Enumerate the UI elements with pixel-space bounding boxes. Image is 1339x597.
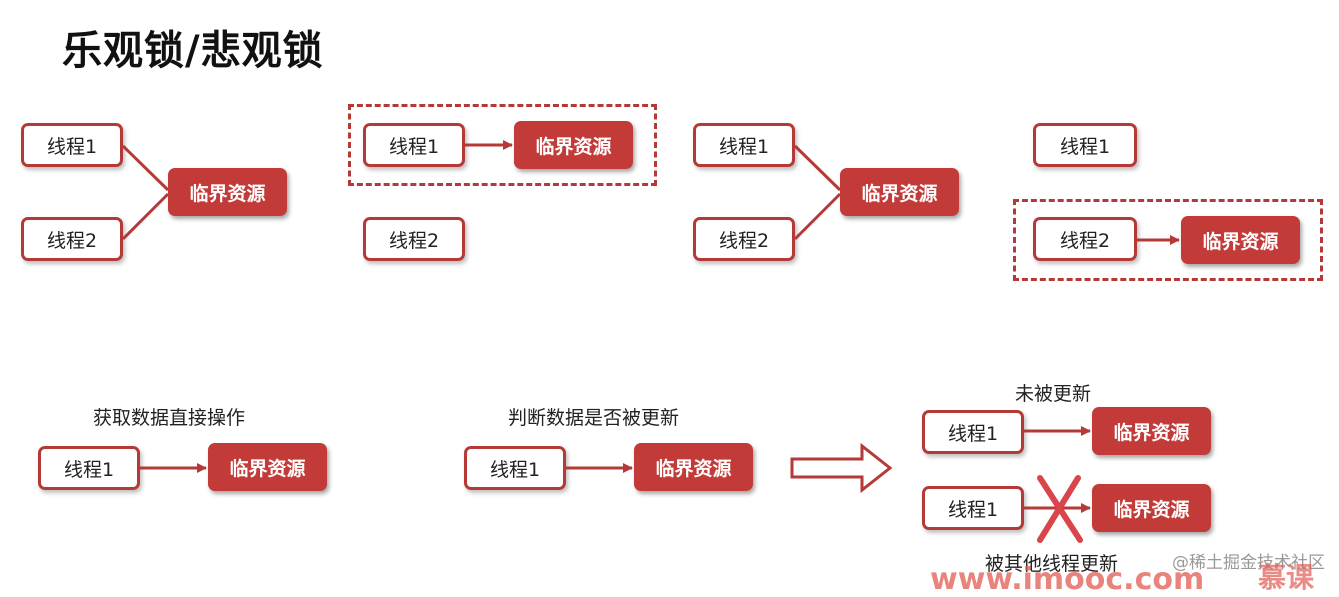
connector-line [121,192,170,241]
connector-line [121,144,170,192]
watermark-brand: 慕课 [1258,561,1315,594]
connectors-layer [121,140,1180,543]
thread1-box: 线程1 [1033,123,1137,167]
thread1-box: 线程1 [693,123,795,167]
thread1-box: 线程1 [363,123,465,167]
resource-box: 临界资源 [634,443,753,491]
thread1-box: 线程1 [922,486,1024,530]
resource-box: 临界资源 [208,443,327,491]
thread2-box: 线程2 [693,217,795,261]
watermark-community: @稀土掘金技术社区 [1172,553,1325,573]
resource-box: 临界资源 [1092,484,1211,532]
resource-box: 临界资源 [514,121,633,169]
thread2-box: 线程2 [363,217,465,261]
thread1-box: 线程1 [464,446,566,490]
connector-line [793,192,842,241]
caption-not-updated: 未被更新 [1015,383,1092,405]
lock-dashed-box [1013,199,1323,281]
cross-icon [1037,475,1081,543]
page-title: 乐观锁/悲观锁 [62,28,324,74]
resource-box: 临界资源 [168,168,287,216]
watermark-site: www.imooc.com [930,562,1205,597]
thread1-box: 线程1 [21,123,123,167]
transition-arrow-icon [790,442,893,494]
thread1-box: 线程1 [922,410,1024,454]
caption-direct: 获取数据直接操作 [93,407,246,429]
lock-dashed-box [348,104,657,186]
thread1-box: 线程1 [38,446,140,490]
resource-box: 临界资源 [1092,407,1211,455]
caption-check: 判断数据是否被更新 [508,407,680,429]
thread2-box: 线程2 [1033,217,1137,261]
thread2-box: 线程2 [21,217,123,261]
resource-box: 临界资源 [840,168,959,216]
caption-updated-by-other: 被其他线程更新 [985,553,1119,575]
resource-box: 临界资源 [1181,216,1300,264]
connector-line [793,144,842,192]
